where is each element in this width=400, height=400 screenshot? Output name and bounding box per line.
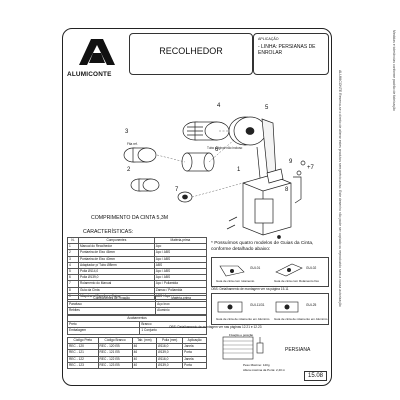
- guide-02-desc: Guia de cinta com Rolamento fixo: [274, 279, 320, 283]
- page-title: RECOLHEDOR: [159, 46, 223, 56]
- guide-25-code: GUI-25: [306, 303, 317, 307]
- guide-01-icon: [219, 265, 245, 277]
- guide-25-icon: [275, 301, 299, 313]
- callout-8: 8: [285, 187, 289, 193]
- table-cell: Embalagem: [66, 327, 141, 335]
- fixing-table: Componentes de Fixação Matéria-prima Par…: [66, 294, 207, 315]
- guide-25-desc: Guia de cinta de rolamento em Alumínio: [274, 317, 328, 321]
- callout-1: 1: [237, 167, 241, 173]
- guide-11-icon: [217, 301, 243, 313]
- guide-01-code: GUI-01: [250, 266, 261, 270]
- table-cell: Porta: [182, 361, 207, 369]
- persiana-label: PERSIANA: [285, 347, 311, 353]
- guide-01-desc: Guia de cinta com rolamento: [216, 279, 255, 283]
- persiana-altura: Altura máxima da Porta: 2,40 m: [243, 368, 286, 372]
- exploded-view-drawing: 4 5 3 6 7 2 1 9 +7 8 Tubo original não i…: [123, 103, 315, 239]
- tolerance-note: Medidas e tolerâncias conforme padrão de…: [392, 30, 396, 111]
- strap-length: COMPRIMENTO DA CINTA 5,3M: [91, 215, 169, 221]
- application-value: - LINHA: PERSIANAS DE ENROLAR: [258, 44, 316, 56]
- callout-3: 3: [125, 129, 129, 135]
- callout-7: 7: [175, 187, 179, 193]
- callout-plus7: +7: [307, 165, 315, 171]
- guides-box-1: GUI-01 GUI-02 Guia de cinta com rolament…: [211, 257, 329, 287]
- table-cell: Alumínio: [155, 307, 207, 315]
- characteristics-title: CARACTERÍSTICAS:: [83, 229, 134, 235]
- callout-9: 9: [289, 159, 293, 165]
- title-box: RECOLHEDOR: [129, 33, 253, 75]
- tube-note: Tubo original não incluso: [207, 146, 243, 150]
- persiana-peso: Peso Máximo: 120g: [243, 363, 270, 367]
- table-cell: REC - 123: [67, 361, 99, 369]
- guides-box-2: GUI-11/31 GUI-25 Guia de cinta de rolame…: [211, 293, 329, 325]
- guide-02-icon: [275, 263, 303, 277]
- models-note: * Possuímos quatro modelos de Guias da C…: [211, 241, 314, 252]
- application-box: APLICAÇÃO - LINHA: PERSIANAS DE ENROLAR: [253, 33, 329, 75]
- callout-5: 5: [265, 105, 269, 111]
- table-cell: 40: [131, 361, 158, 369]
- obs-note-1: OBS: Detalhamento de montagem ver na pág…: [211, 287, 289, 291]
- obs-note-2: OBS: Detalhamento de montagem ver nas pá…: [169, 325, 262, 329]
- technical-sheet: ALUMICONTE RECOLHEDOR APLICAÇÃO - LINHA:…: [62, 28, 332, 386]
- table-cell: Rebites: [66, 307, 157, 315]
- page-number: 15.08: [303, 371, 327, 381]
- table-cell: Ø139,0: [156, 361, 184, 369]
- guide-11-desc: Guia de cinta de rolamento em Alumínio: [216, 317, 270, 321]
- callout-6: 6: [215, 147, 219, 153]
- table-cell: 1 Conjunto: [139, 327, 207, 335]
- tube-ref: Fita ref.: [127, 142, 138, 146]
- codes-table: Código Preto Código Branco Tab. (mm) Pol…: [67, 336, 207, 369]
- alumiconte-logo-icon: [79, 39, 115, 65]
- brand-name: ALUMICONTE: [67, 71, 112, 78]
- application-label: APLICAÇÃO: [258, 37, 279, 41]
- copyright-note: ALUMICONTE Reserva-se o direito de alter…: [338, 70, 342, 307]
- table-cell: REC - 123 EB: [97, 361, 133, 369]
- persiana-diagram: [222, 336, 264, 360]
- callout-4: 4: [217, 103, 221, 109]
- guide-11-code: GUI-11/31: [250, 303, 265, 307]
- guide-02-code: GUI-02: [306, 266, 317, 270]
- persiana-fix-label: Fixação e posição: [229, 333, 254, 337]
- callout-2: 2: [127, 167, 131, 173]
